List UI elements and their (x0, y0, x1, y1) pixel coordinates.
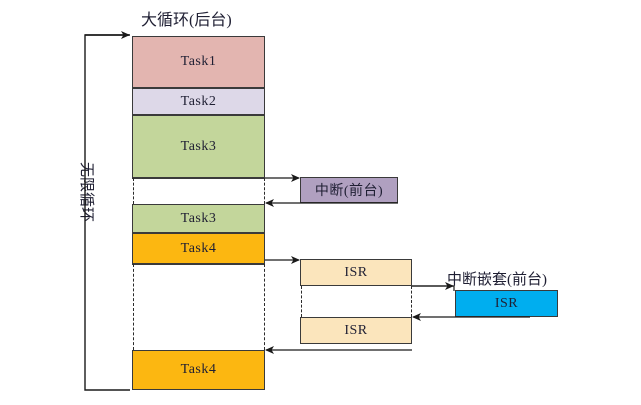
dashed-right-gap-2 (264, 264, 265, 350)
task-block-task1: Task1 (132, 36, 265, 88)
task-block-task2: Task2 (132, 88, 265, 115)
dashed-left-isr-gap (301, 286, 302, 317)
gap-bottom-edge-1 (132, 204, 265, 205)
infinite-loop-label: 无限循环 (78, 162, 94, 223)
task-block-task4-first: Task4 (132, 233, 265, 264)
task-block-task4-resumed: Task4 (132, 350, 265, 390)
dashed-left-gap-1 (133, 178, 134, 204)
isr-box-first: ISR (300, 259, 412, 286)
task-block-task3-resumed: Task3 (132, 204, 265, 233)
task-block-task3-first: Task3 (132, 115, 265, 178)
dashed-right-gap-1 (264, 178, 265, 204)
isr-box-second: ISR (300, 317, 412, 344)
background-loop-title: 大循环(后台) (141, 12, 232, 29)
gap-bottom-edge-2 (132, 350, 265, 351)
interrupt-foreground-box: 中断(前台) (300, 177, 398, 203)
dashed-right-isr-gap (411, 286, 412, 317)
gap-top-edge-1 (132, 178, 265, 179)
dashed-left-gap-2 (133, 264, 134, 350)
nested-interrupt-label: 中断嵌套(前台) (447, 272, 547, 288)
isr-box-nested: ISR (455, 290, 558, 317)
gap-top-edge-2 (132, 264, 265, 265)
